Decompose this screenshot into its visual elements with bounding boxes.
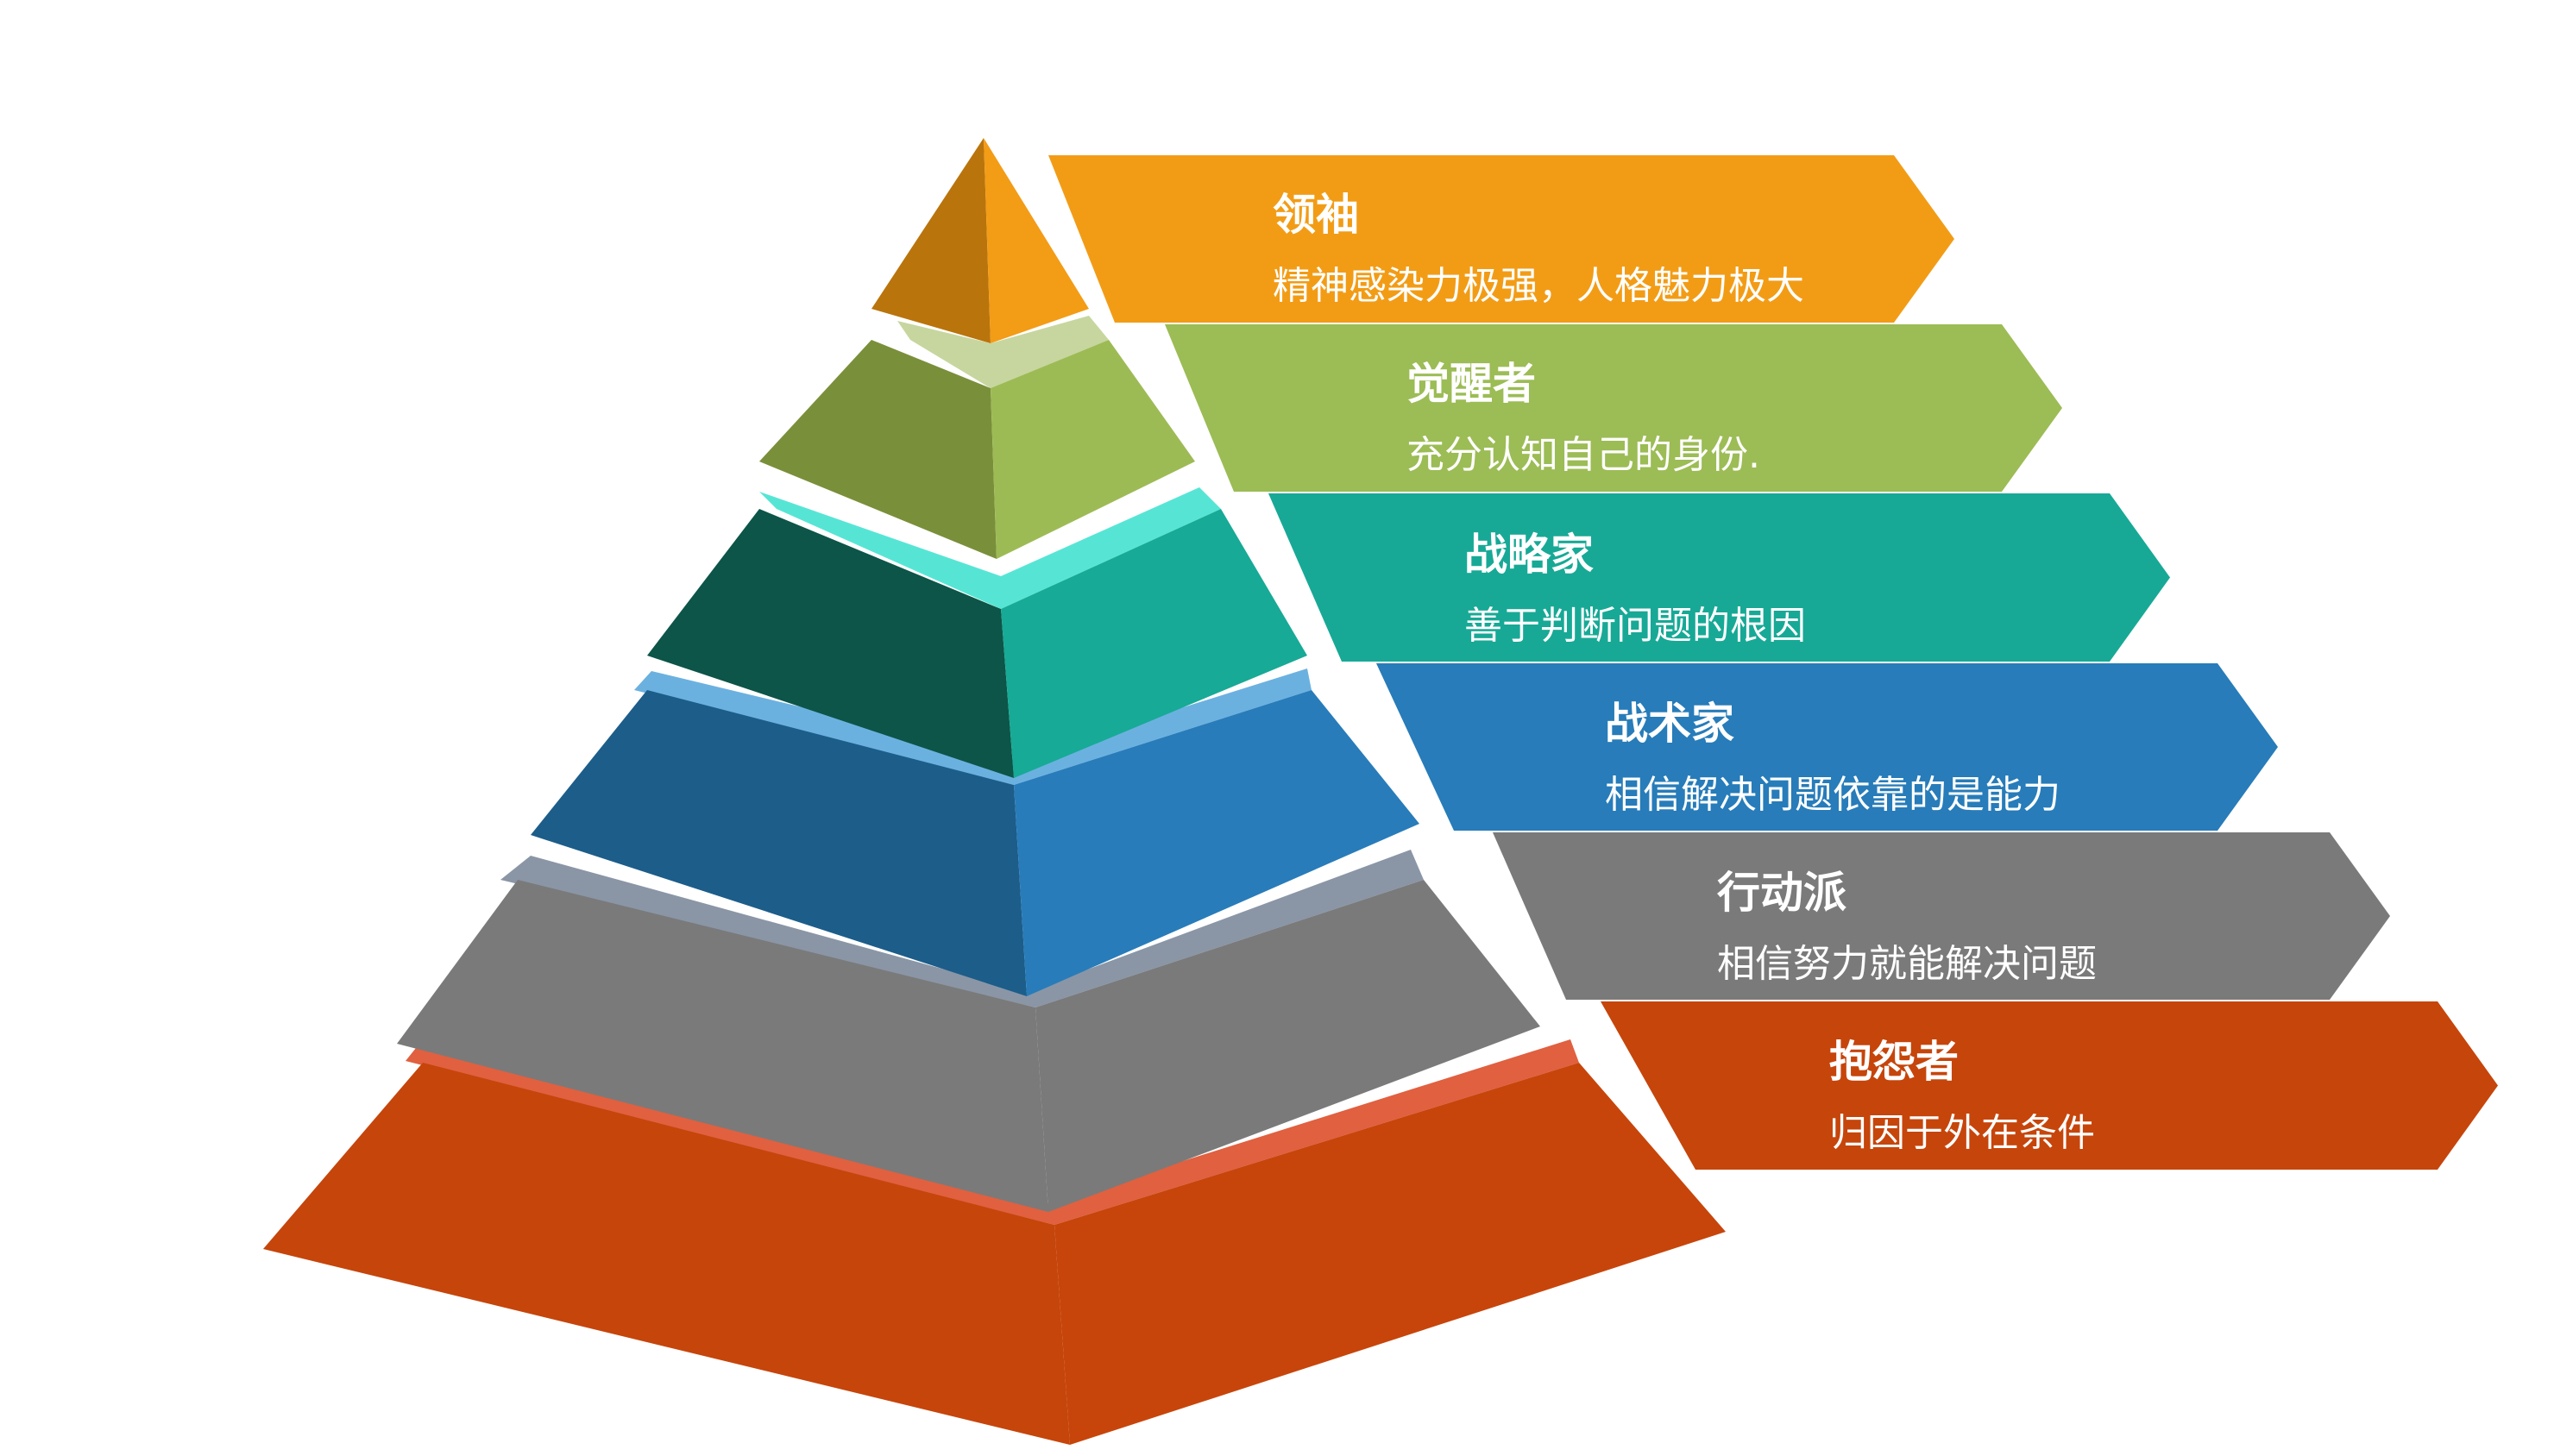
pyramid-tier-right-face-tactician: [1014, 690, 1419, 996]
ribbon-arrow-leader: [1048, 155, 1954, 323]
pyramid-group: [263, 138, 1726, 1445]
level-label-doer: 行动派 相信努力就能解决问题: [1717, 866, 2097, 988]
pyramid-tier-awakener: [759, 316, 1195, 559]
level-label-leader: 领袖 精神感染力极强，人格魅力极大: [1273, 188, 1804, 311]
level-description: 相信努力就能解决问题: [1717, 942, 2097, 986]
pyramid-tier-tactician: [531, 668, 1419, 996]
pyramid-tier-top-complainer: [406, 1039, 1579, 1225]
level-title: 战术家: [1605, 699, 1734, 749]
level-label-strategist: 战略家 善于判断问题的根因: [1464, 528, 1806, 650]
level-description: 精神感染力极强，人格魅力极大: [1273, 264, 1804, 308]
pyramid-tier-top-strategist: [759, 487, 1221, 609]
pyramid-tier-doer: [397, 850, 1540, 1212]
level-title: 觉醒者: [1406, 359, 1536, 409]
ribbon-group: [1048, 155, 2498, 1170]
level-label-complainer: 抱怨者 归因于外在条件: [1829, 1035, 2095, 1158]
level-description: 充分认知自己的身份.: [1406, 433, 1760, 477]
pyramid-tier-right-face-strategist: [1001, 509, 1307, 778]
level-label-awakener: 觉醒者 充分认知自己的身份.: [1406, 357, 1760, 480]
ribbon-arrow-doer: [1493, 832, 2390, 1000]
pyramid-tier-left-face-complainer: [263, 1063, 1070, 1445]
ribbon-arrow-strategist: [1268, 493, 2170, 662]
pyramid-tier-top-doer: [500, 850, 1424, 1007]
level-description: 相信解决问题依靠的是能力: [1605, 773, 2060, 817]
ribbon-arrow-awakener: [1165, 324, 2062, 492]
ribbon-arrow-tactician: [1376, 663, 2278, 831]
level-label-tactician: 战术家 相信解决问题依靠的是能力: [1605, 697, 2060, 819]
level-title: 领袖: [1273, 190, 1359, 240]
level-description: 善于判断问题的根因: [1464, 604, 1806, 648]
level-description: 归因于外在条件: [1829, 1111, 2095, 1155]
pyramid-tier-right-face-doer: [1035, 880, 1540, 1212]
level-title: 行动派: [1717, 868, 1846, 918]
ribbon-arrow-complainer: [1601, 1001, 2498, 1170]
level-title: 抱怨者: [1829, 1037, 1959, 1087]
pyramid-tier-leader: [871, 138, 1089, 343]
level-title: 战略家: [1464, 530, 1594, 580]
pyramid-tier-right-face-complainer: [1054, 1063, 1726, 1445]
pyramid-tier-left-face-doer: [397, 880, 1048, 1212]
pyramid-tier-top-awakener: [897, 316, 1109, 388]
pyramid-tier-complainer: [263, 1039, 1726, 1445]
pyramid-tier-left-face-strategist: [647, 509, 1014, 778]
pyramid-tier-left-face-leader: [871, 138, 991, 343]
pyramid-tier-left-face-tactician: [531, 690, 1027, 996]
pyramid-tier-strategist: [647, 487, 1307, 778]
pyramid-tier-right-face-leader: [984, 138, 1089, 343]
pyramid-tier-right-face-awakener: [991, 340, 1195, 559]
pyramid-tier-left-face-awakener: [759, 340, 997, 559]
